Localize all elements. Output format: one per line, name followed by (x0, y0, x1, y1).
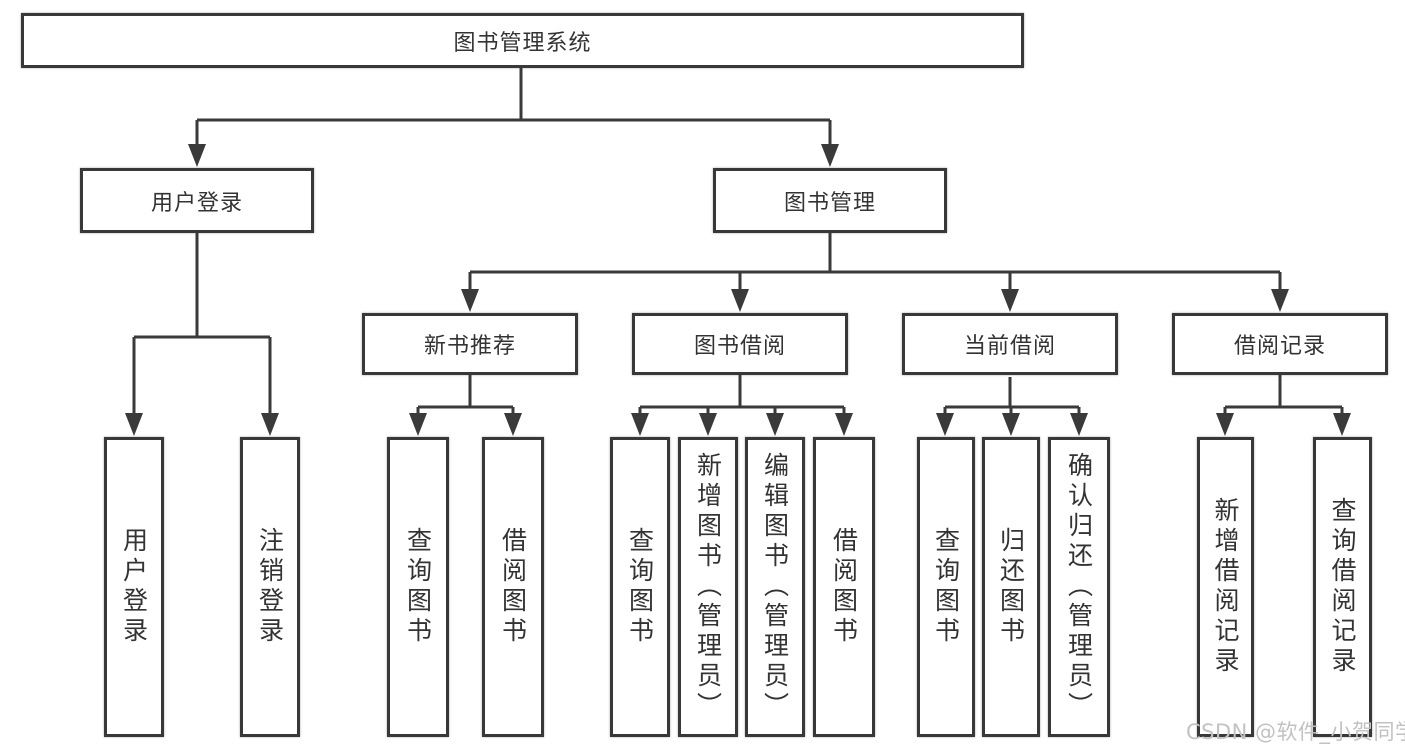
leaf-query-books-current: 查询图书 (917, 437, 975, 737)
arrowheads (125, 144, 1351, 436)
node-library-system: 图书管理系统 (21, 13, 1024, 68)
leaf-add-books-admin: 新增图书（管理员） (678, 437, 738, 737)
leaf-logout: 注销登录 (240, 437, 300, 737)
node-borrow-records: 借阅记录 (1172, 313, 1388, 375)
leaf-query-books-recommend: 查询图书 (387, 437, 449, 737)
leaf-borrow-books-recommend: 借阅图书 (482, 437, 544, 737)
leaf-user-login: 用户登录 (104, 437, 164, 737)
leaf-query-borrow-record: 查询借阅记录 (1313, 437, 1372, 737)
node-current-borrow: 当前借阅 (902, 313, 1118, 375)
leaf-return-books: 归还图书 (982, 437, 1040, 737)
leaf-query-books-borrow: 查询图书 (610, 437, 670, 737)
leaf-borrow-books: 借阅图书 (813, 437, 875, 737)
node-book-borrow: 图书借阅 (632, 313, 848, 375)
node-book-management: 图书管理 (713, 168, 947, 233)
node-user-login: 用户登录 (80, 168, 314, 233)
node-new-book-recommend: 新书推荐 (362, 313, 578, 375)
leaf-edit-books-admin: 编辑图书（管理员） (745, 437, 805, 737)
csdn-watermark: CSDN @软件_小贺同学 (1186, 720, 1405, 744)
leaf-confirm-return-admin: 确认归还（管理员） (1048, 437, 1110, 737)
leaf-add-borrow-record: 新增借阅记录 (1197, 437, 1254, 737)
